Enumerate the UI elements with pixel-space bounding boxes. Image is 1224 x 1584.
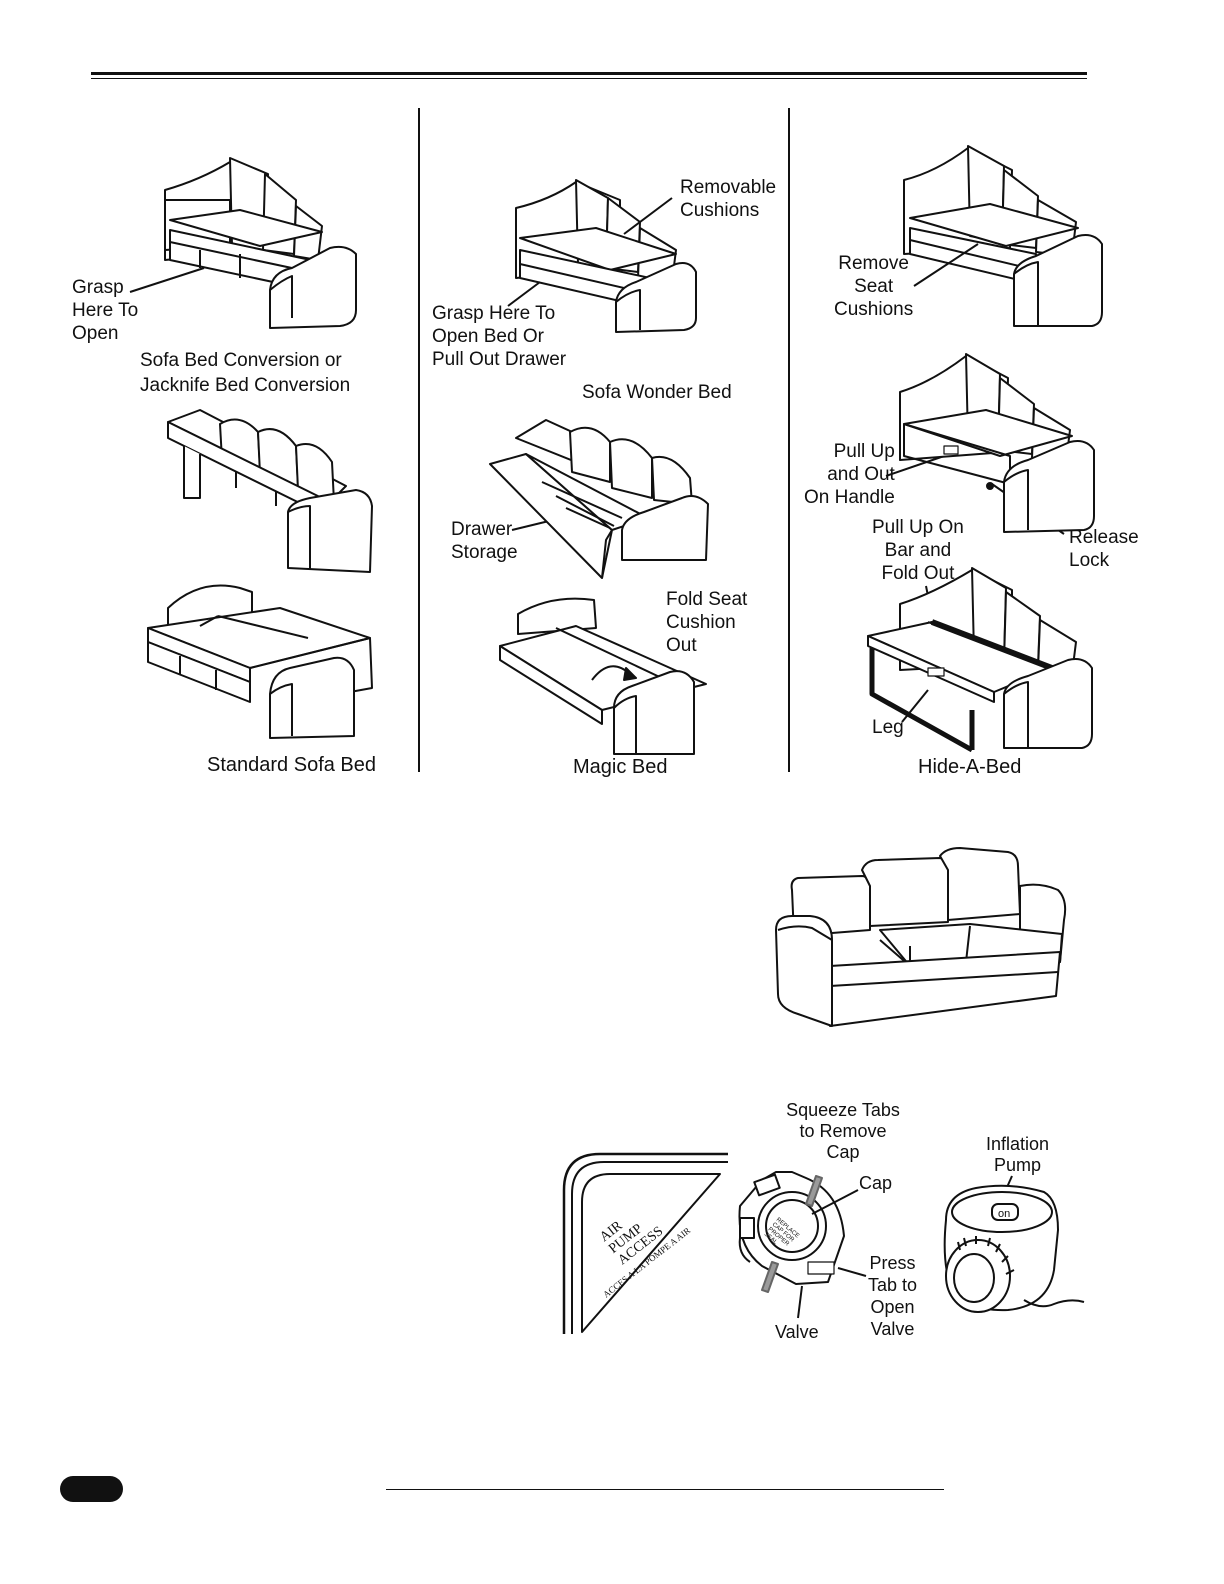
hide-a-bed-open-illustration xyxy=(867,567,1093,753)
valve-label: Valve xyxy=(775,1322,819,1342)
hide-a-bed-caption: Hide-A-Bed xyxy=(918,756,1022,778)
pull-up-bar-label: Pull Up On Bar and Fold Out xyxy=(872,517,964,584)
sofa-bed-conversion-caption: Sofa Bed Conversion or Jacknife Bed Conv… xyxy=(140,350,351,396)
cap-text: REPLACECAP FORPROPERSEAL xyxy=(763,1217,800,1254)
inflation-pump-label: Inflation Pump xyxy=(986,1134,1050,1175)
sofa-wonder-bed-illustration xyxy=(515,179,697,333)
standard-sofa-bed-caption: Standard Sofa Bed xyxy=(207,754,377,776)
pump-button-text: on xyxy=(998,1208,1010,1220)
modern-sofa-illustration xyxy=(775,847,1067,1027)
fold-seat-cushion-label: Fold Seat Cushion Out xyxy=(666,589,748,656)
header-rule-thin xyxy=(91,78,1087,79)
pull-up-handle-label: Pull Up and Out On Handle xyxy=(804,441,895,508)
drawer-storage-label: Drawer Storage xyxy=(451,519,518,563)
drawer-storage-illustration xyxy=(489,419,709,579)
magic-bed-caption: Magic Bed xyxy=(573,756,668,778)
sofa-bed-closed-illustration xyxy=(164,157,357,329)
release-lock-label: Release Lock xyxy=(1069,527,1139,571)
valve-cap-illustration: REPLACECAP FORPROPERSEAL xyxy=(738,1171,845,1293)
footer-rule xyxy=(386,1489,944,1490)
magic-bed-open-illustration xyxy=(499,597,707,755)
grasp-open-bed-label: Grasp Here To Open Bed Or Pull Out Drawe… xyxy=(432,303,567,370)
standard-sofa-bed-open-illustration xyxy=(147,584,373,739)
squeeze-tabs-label: Squeeze Tabs to Remove Cap xyxy=(786,1100,900,1162)
remove-seat-cushions-label: Remove Seat Cushions xyxy=(834,253,914,320)
hide-a-bed-closed-illustration xyxy=(903,145,1103,327)
column-divider-right xyxy=(788,108,790,772)
air-pump-access-corner: AIRPUMPACCESS ACCES A LA POMPE A AIR xyxy=(562,1152,728,1334)
press-tab-label: Press Tab to Open Valve xyxy=(868,1253,918,1339)
grasp-here-label: Grasp Here To Open xyxy=(72,277,139,344)
removable-cushions-label: Removable Cushions xyxy=(680,177,777,221)
page-number-tab xyxy=(60,1476,123,1502)
jacknife-bed-illustration xyxy=(167,409,373,573)
sofa-wonder-bed-caption: Sofa Wonder Bed xyxy=(582,382,732,403)
header-rule xyxy=(91,72,1087,75)
cap-label: Cap xyxy=(859,1173,893,1193)
column-divider-left xyxy=(418,108,420,772)
hide-a-bed-handle-illustration xyxy=(899,353,1095,533)
inflation-pump-illustration: on xyxy=(943,1184,1085,1313)
leg-label: Leg xyxy=(872,717,904,738)
